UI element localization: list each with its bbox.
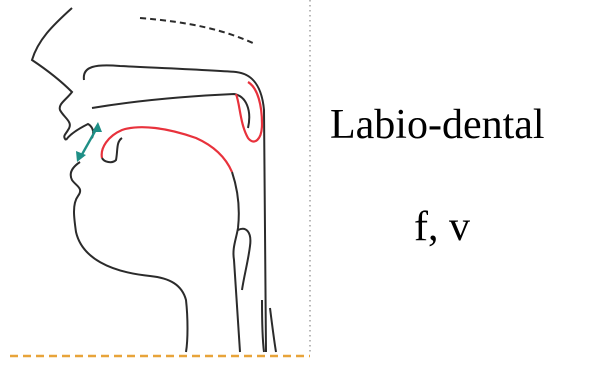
epiglottis (238, 229, 250, 290)
vocal-tract-diagram (0, 0, 320, 365)
tongue-tip (102, 138, 122, 162)
contact-arrow-head-top (92, 122, 102, 132)
place-of-articulation-label: Labio-dental (330, 100, 545, 150)
trachea (262, 300, 276, 352)
pharynx-wall (232, 172, 240, 352)
lower-lip-chin (71, 162, 188, 352)
palate-outline (92, 94, 249, 128)
face-profile (32, 8, 72, 140)
contact-arrow-head-bottom (76, 151, 86, 162)
tongue (102, 127, 232, 172)
skull-outline (140, 18, 255, 44)
example-sounds-label: f, v (414, 202, 470, 252)
